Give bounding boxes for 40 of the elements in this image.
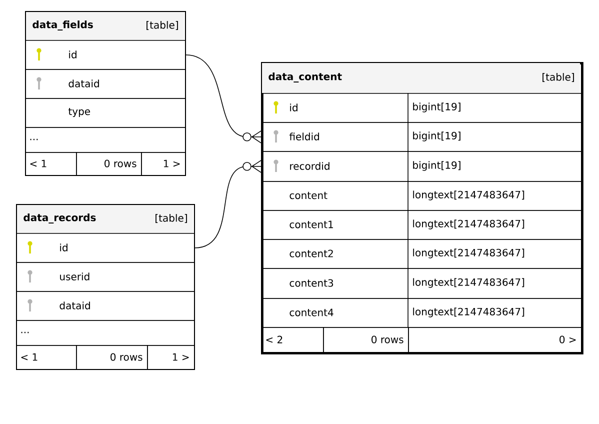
table-row: userid	[16, 262, 195, 292]
table-row: 0 rows	[76, 152, 142, 176]
table-row: 0 >	[408, 327, 582, 353]
node-label: bigint[19]	[413, 102, 460, 112]
node-label: [table]	[542, 73, 574, 82]
table-row: id bigint[19]	[261, 92, 582, 123]
node-label: recordid	[290, 162, 330, 170]
table-row: content longtext[2147483647]	[261, 180, 582, 211]
node-label: id	[290, 104, 298, 112]
node-label: data_content	[268, 72, 342, 82]
table-row: < 2	[261, 327, 324, 353]
table-row: content3 longtext[2147483647]	[261, 268, 582, 299]
node-label: bigint[19]	[413, 161, 460, 171]
node-label: fieldid	[289, 132, 320, 140]
table-row: dataid	[16, 291, 195, 321]
table-header: data_content [table]	[262, 63, 580, 93]
table-row: 0 rows	[323, 327, 409, 353]
table-row: content1 longtext[2147483647]	[261, 210, 582, 240]
table-row: id	[16, 233, 195, 263]
table-row: dataid	[25, 69, 186, 99]
table-row: id	[25, 40, 186, 70]
table-row: type	[25, 98, 186, 128]
table-row: content4 longtext[2147483647]	[261, 298, 582, 328]
table-row: recordid bigint[19]	[261, 150, 582, 182]
table-row: fieldid bigint[19]	[261, 122, 582, 152]
table-row: ...	[16, 320, 195, 346]
table-row: 1 >	[141, 152, 186, 176]
table-header: data_fields [table]	[26, 12, 184, 40]
node-label: bigint[19]	[413, 132, 460, 142]
table-row: 0 rows	[76, 345, 148, 370]
node-label: [table]	[146, 21, 178, 30]
node-label: data_records	[24, 214, 96, 224]
table-header: data_records [table]	[17, 205, 193, 233]
node-label: data_fields	[32, 20, 93, 30]
table-row: ...	[25, 127, 186, 153]
table-row: 1 >	[147, 345, 195, 370]
table-row: content2 longtext[2147483647]	[261, 238, 582, 269]
table-row: < 1	[25, 152, 77, 176]
table-row: < 1	[16, 345, 77, 370]
node-label: [table]	[156, 214, 187, 223]
